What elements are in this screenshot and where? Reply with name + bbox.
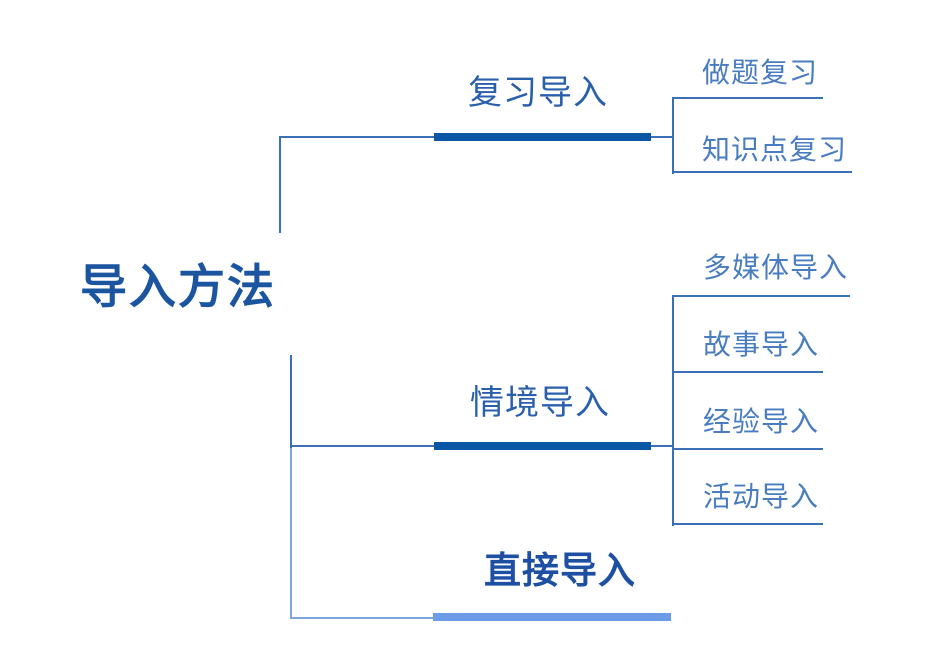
child-story-import-underline — [672, 371, 823, 373]
connector-root-to-situational-horizontal — [290, 445, 435, 447]
branch-situational-underline-bar — [434, 442, 651, 450]
connector-root-to-direct-vertical — [290, 448, 292, 619]
child-problem-review-underline — [672, 97, 823, 99]
root-node-import-methods[interactable]: 导入方法 — [80, 260, 276, 313]
connector-root-to-review-vertical — [279, 137, 281, 233]
branch-node-direct-import[interactable]: 直接导入 — [484, 550, 636, 591]
branch-review-underline-bar — [434, 133, 651, 141]
connector-root-to-direct-horizontal — [290, 617, 435, 619]
child-node-multimedia-import[interactable]: 多媒体导入 — [703, 252, 849, 283]
connector-review-to-children — [651, 136, 673, 138]
child-knowledge-point-review-underline — [672, 171, 852, 173]
child-node-experience-import[interactable]: 经验导入 — [703, 406, 820, 437]
branch-node-situational-import[interactable]: 情境导入 — [470, 384, 610, 422]
child-multimedia-import-underline — [672, 295, 850, 297]
child-node-activity-import[interactable]: 活动导入 — [703, 481, 820, 512]
branch-node-review-import[interactable]: 复习导入 — [468, 74, 608, 112]
child-activity-import-underline — [672, 523, 823, 525]
child-node-story-import[interactable]: 故事导入 — [703, 329, 820, 360]
connector-root-to-review-horizontal — [279, 136, 435, 138]
connector-situational-to-children — [651, 445, 673, 447]
connector-root-to-situational-vertical — [290, 355, 292, 448]
child-node-knowledge-point-review[interactable]: 知识点复习 — [702, 134, 848, 165]
child-experience-import-underline — [672, 448, 823, 450]
branch-direct-underline-bar-highlighted — [433, 613, 671, 621]
child-node-problem-review[interactable]: 做题复习 — [702, 57, 819, 88]
review-children-bracket-vertical — [672, 98, 674, 174]
situational-children-bracket-vertical — [672, 296, 674, 526]
